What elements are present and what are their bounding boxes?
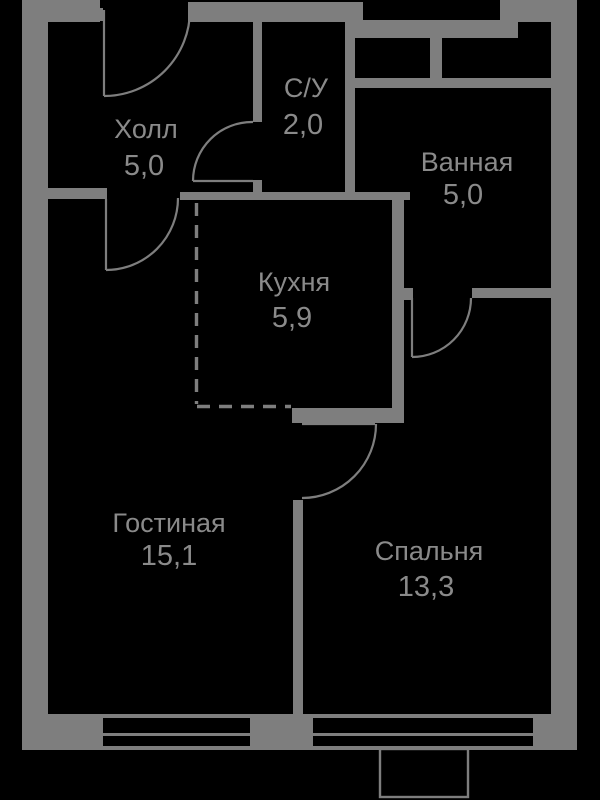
wall-shaft-divider bbox=[430, 38, 442, 78]
living-room-window bbox=[103, 718, 250, 733]
wall-exterior-left bbox=[22, 0, 48, 750]
room-label-living: Гостиная bbox=[112, 508, 225, 538]
wall-entrance-jamb bbox=[99, 8, 103, 21]
room-label-wc: С/У bbox=[284, 73, 329, 103]
room-area-hall: 5,0 bbox=[124, 150, 164, 182]
wall-kitchen-bottom bbox=[292, 408, 402, 423]
room-label-bedroom: Спальня bbox=[375, 536, 484, 566]
room-area-kitchen: 5,9 bbox=[272, 302, 312, 334]
kitchen-dashed-boundary bbox=[194, 203, 291, 409]
wall-bathroom-south-east bbox=[472, 288, 553, 298]
wc-door-arc bbox=[191, 120, 254, 182]
wall-exterior-top-middle bbox=[188, 2, 363, 22]
wall-hall-bottom bbox=[48, 188, 107, 199]
bedroom-door-arc bbox=[301, 423, 378, 500]
wall-kitchen-top bbox=[180, 192, 410, 200]
wall-wc-left-upper bbox=[253, 22, 262, 122]
balcony-outline bbox=[378, 747, 470, 799]
room-labels: Холл 5,0 С/У 2,0 Ванная 5,0 Кухня 5,9 Го… bbox=[112, 73, 513, 603]
windows bbox=[103, 718, 533, 746]
entrance-door-arc bbox=[103, 9, 192, 98]
room-label-kitchen: Кухня bbox=[258, 267, 330, 297]
bedroom-window bbox=[313, 718, 533, 733]
room-label-bathroom: Ванная bbox=[421, 147, 513, 177]
room-area-living: 15,1 bbox=[141, 540, 197, 572]
bedroom-window bbox=[313, 736, 533, 746]
room-area-bedroom: 13,3 bbox=[398, 571, 454, 603]
wall-exterior-notch bbox=[345, 20, 518, 38]
room-area-wc: 2,0 bbox=[283, 109, 323, 141]
living-room-door-arc bbox=[105, 197, 180, 272]
doors bbox=[102, 9, 473, 500]
wall-bathroom-top bbox=[345, 78, 555, 88]
bathroom-door-arc bbox=[411, 297, 473, 359]
wall-wc-left-stub bbox=[253, 180, 262, 195]
wall-exterior-right bbox=[551, 0, 577, 750]
wall-kitchen-right bbox=[392, 193, 404, 423]
wall-bathroom-south-west bbox=[392, 288, 413, 300]
wall-living-bedroom-divider bbox=[293, 500, 303, 715]
living-room-window bbox=[103, 736, 250, 746]
wall-exterior-top-left bbox=[22, 0, 100, 22]
wall-wc-bathroom-divider bbox=[345, 22, 355, 192]
room-label-hall: Холл bbox=[114, 114, 178, 144]
room-area-bathroom: 5,0 bbox=[443, 179, 483, 211]
